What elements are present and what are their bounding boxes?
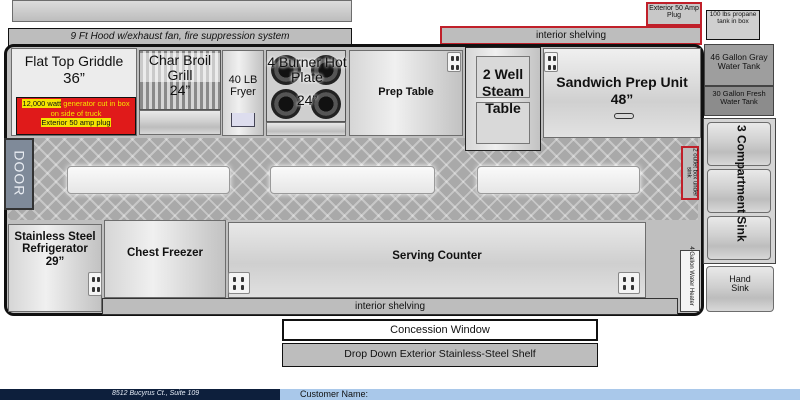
burner-icon <box>311 55 341 85</box>
door: DOOR <box>4 138 34 210</box>
generator-watt: 12,000 watt <box>22 99 62 108</box>
burner-icon <box>271 89 301 119</box>
outlet-box-under-sink: 2 outlet box under sink <box>681 146 699 200</box>
hot-plate-label: 4 Burner Hot Plate <box>267 54 347 85</box>
outlet-icon <box>447 52 461 72</box>
sink-basin <box>707 122 771 166</box>
steam-table: 2 Well Steam Table <box>465 47 541 151</box>
outlet-icon <box>88 272 102 296</box>
burner-icon <box>311 89 341 119</box>
gray-water-tank: 46 Gallon Gray Water Tank <box>704 44 774 86</box>
concession-window: Concession Window <box>282 319 598 341</box>
fryer-label: 40 LB Fryer <box>228 74 258 98</box>
refrigerator-size: 29” <box>45 256 65 269</box>
customer-name-label: Customer Name: <box>300 389 369 399</box>
door-label: DOOR <box>11 150 28 197</box>
prep-table: Prep Table <box>349 50 463 136</box>
ceiling-light-1 <box>67 166 230 194</box>
hood-label: 9 Ft Hood w/exhaust fan, fire suppressio… <box>70 31 290 42</box>
serving-counter-label: Serving Counter <box>392 250 482 262</box>
char-broil-size: 24” <box>169 82 191 99</box>
griddle-title: Flat Top Griddle <box>24 53 124 69</box>
sink-basin <box>707 169 771 213</box>
water-heater-label: 4 Gallon Water Heater <box>688 246 695 306</box>
outlet-box-label: 2 outlet box under sink <box>685 148 698 197</box>
sandwich-label: Sandwich Prep Unit <box>556 74 688 90</box>
burner-icon <box>271 55 301 85</box>
generator-plug: Exterior 50 amp plug <box>41 118 111 127</box>
drop-down-shelf: Drop Down Exterior Stainless-Steel Shelf <box>282 343 598 367</box>
steam-table-label: 2 Well Steam Table <box>481 66 525 116</box>
hand-sink-label: Hand Sink <box>729 274 751 294</box>
griddle-size: 36” <box>63 69 85 87</box>
outlet-icon <box>228 272 250 294</box>
char-broil-grill: Char Broil Grill 24” <box>139 50 221 110</box>
fresh-tank-label: 30 Gallon Fresh Water Tank <box>712 89 766 106</box>
outlet-icon <box>544 52 558 72</box>
exterior-plug-top: Exterior 50 Amp Plug <box>646 2 702 26</box>
chest-freezer: Chest Freezer <box>104 220 226 298</box>
fryer-basket <box>231 113 255 127</box>
refrigerator: Stainless Steel Refrigerator 29” <box>8 224 102 312</box>
interior-shelving-top-label: interior shelving <box>535 30 607 41</box>
sandwich-prep-unit: Sandwich Prep Unit 48” <box>543 48 701 138</box>
char-broil-base <box>139 110 221 135</box>
refrigerator-label: Stainless Steel Refrigerator <box>14 231 96 256</box>
footer-bar: 8512 Bucyrus Ct., Suite 109 Customer Nam… <box>0 389 800 400</box>
hot-plate: 4 Burner Hot Plate 24” <box>266 50 347 122</box>
serving-counter: Serving Counter <box>228 222 646 298</box>
propane-box: 100 lbs propane tank in box <box>706 10 760 40</box>
generator-warning: 12,000 watt generator cut in box on side… <box>16 97 136 135</box>
sandwich-size: 48” <box>610 90 634 107</box>
sink-label: 3 Compartment Sink <box>734 124 749 242</box>
sandwich-handle-icon <box>614 113 634 119</box>
hood-top-strip <box>12 0 352 22</box>
footer-address: 8512 Bucyrus Ct., Suite 109 <box>112 390 200 397</box>
interior-shelving-bottom-label: interior shelving <box>354 301 426 312</box>
interior-shelving-bottom: interior shelving <box>102 298 678 315</box>
hand-sink: Hand Sink <box>706 266 774 312</box>
steam-well <box>476 102 530 144</box>
concession-window-label: Concession Window <box>390 324 490 336</box>
footer-dark-block <box>0 389 100 400</box>
interior-shelving-top: interior shelving <box>440 26 702 45</box>
drop-down-shelf-label: Drop Down Exterior Stainless-Steel Shelf <box>344 348 536 360</box>
ceiling-light-2 <box>270 166 435 194</box>
fresh-water-tank: 30 Gallon Fresh Water Tank <box>704 86 774 116</box>
exterior-plug-top-label: Exterior 50 Amp Plug <box>649 5 699 20</box>
prep-table-label: Prep Table <box>378 86 434 98</box>
char-broil-label: Char Broil Grill <box>140 53 220 83</box>
propane-label: 100 lbs propane tank in box <box>709 11 757 25</box>
hot-plate-base <box>266 122 346 136</box>
sink-basin <box>707 216 771 260</box>
steam-well <box>476 56 530 98</box>
three-compartment-sink: 3 Compartment Sink <box>703 118 776 264</box>
fryer: 40 LB Fryer <box>222 50 264 136</box>
outlet-icon <box>618 272 640 294</box>
generator-text: generator cut in box on side of truck <box>50 99 130 118</box>
water-heater: 4 Gallon Water Heater <box>680 246 700 312</box>
hot-plate-size: 24” <box>296 92 318 108</box>
freezer-label: Chest Freezer <box>126 247 204 259</box>
footer-address-block: 8512 Bucyrus Ct., Suite 109 <box>100 389 280 400</box>
gray-tank-label: 46 Gallon Gray Water Tank <box>710 52 768 71</box>
ceiling-light-3 <box>477 166 640 194</box>
